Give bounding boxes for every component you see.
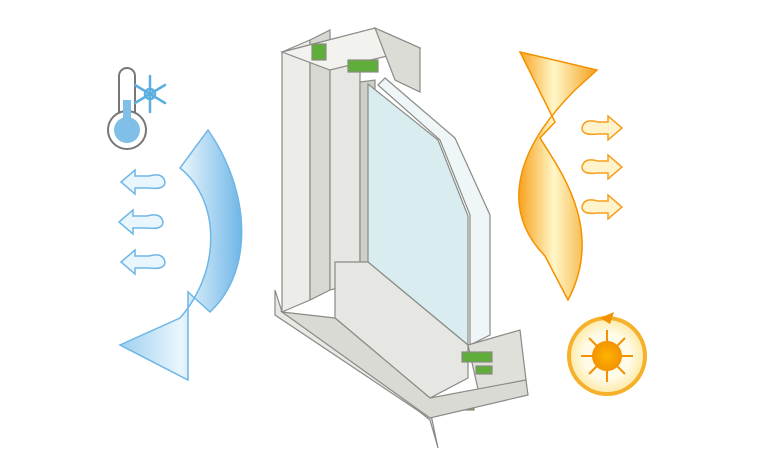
warm-airflow-arrow-icon — [581, 114, 624, 221]
cold-airflow-arrow-icon — [118, 128, 243, 382]
warm-airflow-arrow-icon — [518, 50, 599, 302]
window-profile — [274, 26, 529, 449]
snowflake-icon — [133, 74, 167, 114]
thermometer-snowflake-icon — [107, 67, 167, 150]
sun-icon — [567, 312, 647, 396]
cold-airflow-arrow-icon — [117, 168, 166, 276]
